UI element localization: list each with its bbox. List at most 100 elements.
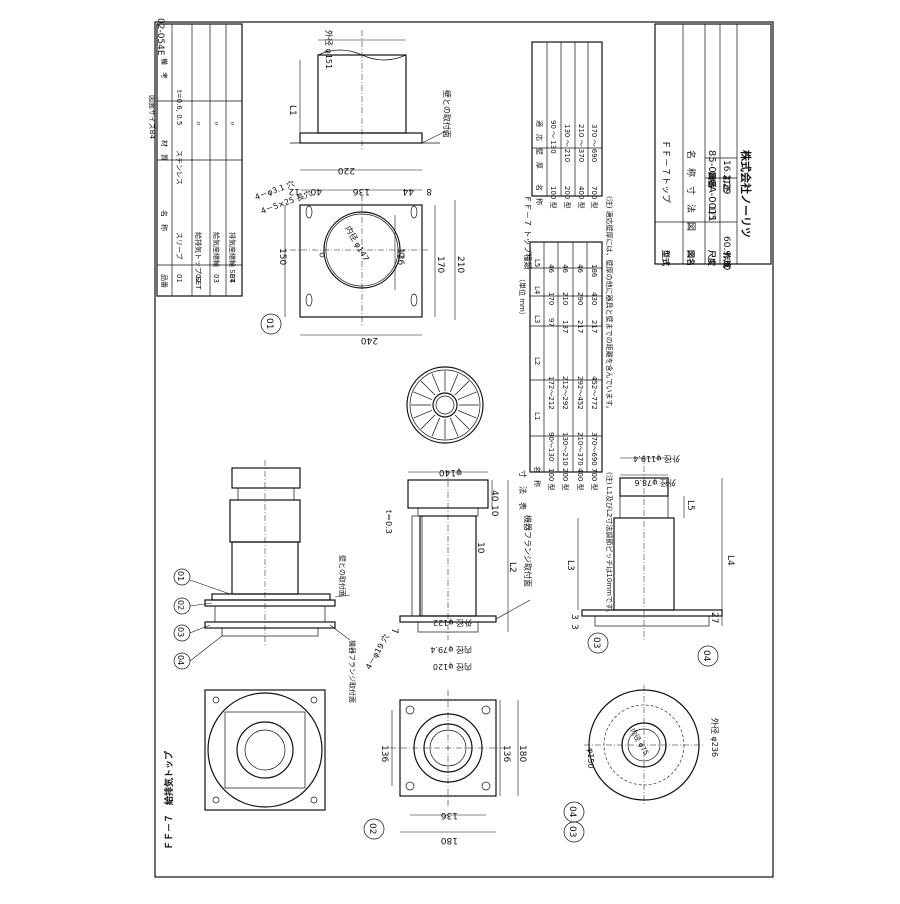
grille-spoke <box>413 391 433 400</box>
dim-table-note: (注) L1及びL2寸法調節ピッチは10mmです。 <box>605 472 614 616</box>
v01-w44: 44 <box>402 186 414 196</box>
grille-spoke <box>413 410 433 419</box>
parts-row-note: t=0.6, 0.5 <box>175 90 183 125</box>
grille-spoke <box>450 417 459 437</box>
dim-cell: 97 <box>547 318 555 327</box>
tb-scale-value: 1/5 <box>706 206 716 220</box>
grille-spoke <box>454 414 470 430</box>
asm-wall-face: 壁との取付面 <box>338 555 347 597</box>
v04-part-no: 04 <box>701 650 711 662</box>
top-types-name: 200 型 <box>563 186 572 209</box>
parts-header-no: 品番 <box>160 274 168 288</box>
parts-row-material: ステンレス <box>175 150 183 185</box>
dim-cell: 200 型 <box>561 468 570 491</box>
v01-h170: 170 <box>435 256 445 273</box>
v03-dia119: 外径 φ119.4 <box>633 454 680 464</box>
grille-spoke <box>454 380 470 396</box>
dim-cell: 46 <box>547 264 555 273</box>
dim-cell: 172～212 <box>547 376 555 410</box>
tb-drawing-name-value: 名 称 寸 法 図 <box>685 150 697 231</box>
dim-header: L5 <box>533 259 541 267</box>
parts-row-name: 給気座継輪 <box>212 232 221 267</box>
dim-cell: 292～452 <box>576 376 584 410</box>
v01-w136: 136 <box>353 186 370 196</box>
v01-L1: L1 <box>287 105 297 116</box>
dim-cell: 186 <box>590 264 598 278</box>
top-types-name: 700 型 <box>590 186 599 209</box>
v01-w240: 240 <box>361 335 378 345</box>
dim-table-unit: （単位 mm） <box>518 275 527 319</box>
dim-cell: 130～210 <box>561 432 569 466</box>
parts-row-no: 03 <box>212 274 220 283</box>
grille-spoke <box>420 380 436 396</box>
view-01-sleeve: 外径 φ151 L1 壁との取付面 220 136 40 12 44 8 240… <box>253 30 465 345</box>
tb-drawing-no-label: 図番 <box>707 172 717 189</box>
dimension-table: 寸 法 表 （単位 mm） 名 称 L1 L2 L3 L4 L5 100 型 9… <box>518 241 614 616</box>
v01-w8: 8 <box>426 186 432 196</box>
dim-cell: 400 型 <box>576 468 585 491</box>
dim-cell: 210 <box>561 292 569 305</box>
parts-row-no: 02 <box>194 274 202 283</box>
assembly-label: 01 <box>176 571 185 581</box>
dim-cell: 217 <box>576 320 584 333</box>
v01-part-badge <box>260 313 282 335</box>
v01-inner-dia: 内径 φ147 <box>343 224 371 263</box>
dim-cell: 430 <box>590 292 598 305</box>
v02-t03: t＝0.3 <box>384 510 393 534</box>
dim-cell: 290 <box>576 292 584 305</box>
v03-dia75: 内径 φ75 <box>628 727 651 757</box>
v02-dia79: 内径 φ79.4 <box>430 645 472 655</box>
drawing-frame <box>154 21 774 878</box>
dim-cell: 46 <box>576 264 584 273</box>
v02-flange-face: 機器フランジ取付面 <box>523 515 533 587</box>
asm-flange-face: 機器フランジ取付面 <box>348 640 357 703</box>
parts-row-material: 〃 <box>212 120 220 127</box>
v03-part-no: 03 <box>591 637 601 648</box>
dim-header: L1 <box>533 412 541 420</box>
v02-dia140: φ140 <box>439 467 462 477</box>
parts-row: 02 給排気トップ SET 〃 <box>194 120 203 290</box>
dim-cell: 100 型 <box>547 468 556 491</box>
tb-drawing-no-value: 85-08CA-0011 <box>706 150 717 222</box>
top-types-note: (注) 適応壁厚には、壁厚の他に器具と壁までの距離を含んでいます。 <box>605 196 614 413</box>
dim-cell: 137 <box>561 320 569 333</box>
dim-cell: 700 型 <box>590 468 599 491</box>
assembly-label: 02 <box>176 600 185 610</box>
dim-header: L2 <box>533 357 541 365</box>
tb-revised-label: 訂正 <box>722 176 732 192</box>
dim-cell: 217 <box>590 320 598 333</box>
tb-model-value: ＦＦ－７トップ <box>660 140 671 203</box>
v01-h210: 210 <box>455 256 465 273</box>
parts-header-material: 材 質 <box>160 140 169 161</box>
assembly-label: 03 <box>176 627 185 637</box>
grille-spoke <box>431 373 440 393</box>
v01-w12: 12 <box>289 186 300 196</box>
top-types-table: ＦＦ－７ トップ種類 名 称 適 応 壁 厚 100 型 90 ～ 130 20… <box>523 41 614 413</box>
tb-created-label: 作成 <box>722 252 732 268</box>
assembly-label: 04 <box>176 655 185 665</box>
top-types-header: 適 応 壁 厚 <box>535 120 544 169</box>
parts-row: 04 排気座継輪 SET 〃 <box>228 120 237 283</box>
parts-row-name: 給排気トップ SET <box>194 232 203 290</box>
dim-table-title: 寸 法 表 <box>518 470 528 510</box>
v02-part-badge <box>363 818 385 840</box>
v02-dia122: 外径 φ122 <box>433 618 472 628</box>
parts-row-no: 01 <box>175 274 183 283</box>
drawing-title: ＦＦ－７ 給排気トップ <box>163 750 175 850</box>
assembly-view: 01 02 03 04 壁との取付面 機器フランジ取付面 ＦＦ－７ 給排気トップ <box>163 460 357 850</box>
dim-cell: 90～130 <box>547 432 555 461</box>
v02-holes: 4－φ19 穴 <box>363 632 391 671</box>
vent-grille-view <box>406 366 484 444</box>
v02-d40: 40 <box>489 490 499 502</box>
parts-row-material: 〃 <box>194 120 202 127</box>
v03-L4: L4 <box>725 555 735 566</box>
doc-code: 02-054E <box>155 18 165 56</box>
v01-w40: 40 <box>310 186 322 196</box>
top-types-range: 210 ～ 370 <box>577 124 585 162</box>
tb-model-label: 型式 <box>661 250 671 266</box>
v02-dia120: 内径 φ120 <box>433 662 472 672</box>
v03-part-no-c: 03 <box>567 826 577 837</box>
v03-dia78: 外径 φ78.6 <box>634 478 676 488</box>
